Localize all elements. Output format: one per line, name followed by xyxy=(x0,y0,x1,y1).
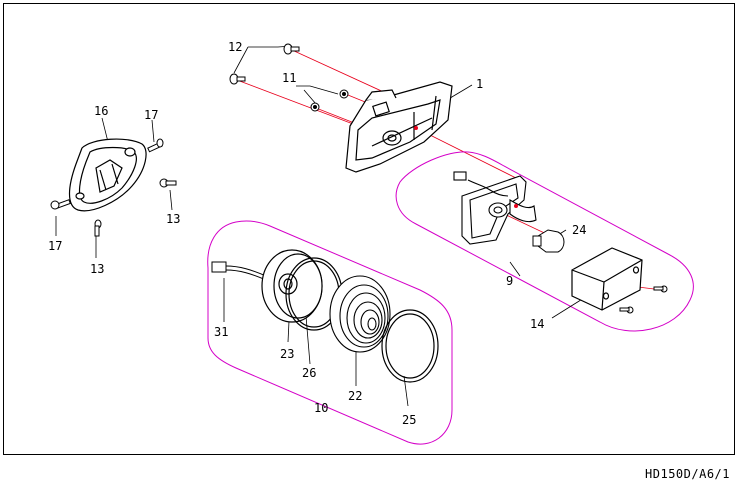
callout-16: 16 xyxy=(94,104,108,118)
bolt-part-17-lower xyxy=(50,199,71,210)
screw-part-13-right xyxy=(159,178,177,188)
callout-17-upper: 17 xyxy=(144,108,158,122)
retaining-ring-part-25 xyxy=(381,309,439,383)
screw-part-13-lower xyxy=(94,219,102,237)
callout-9: 9 xyxy=(506,274,513,288)
screw-part-14-a xyxy=(653,285,668,293)
callout-22: 22 xyxy=(348,389,362,403)
bulb-part-24 xyxy=(532,229,565,253)
callout-17-lower: 17 xyxy=(48,239,62,253)
group-outline-10 xyxy=(207,220,453,445)
license-lamp-part-16 xyxy=(68,138,147,212)
socket-bracket-part-9 xyxy=(453,171,537,245)
callout-10: 10 xyxy=(314,401,328,415)
lamp-body-part-23 xyxy=(261,249,323,323)
nut-part-11-b xyxy=(310,102,320,112)
leader-lines xyxy=(55,45,585,407)
callout-11: 11 xyxy=(282,71,296,85)
callout-14: 14 xyxy=(530,317,544,331)
screw-part-12-lower xyxy=(229,73,246,85)
lamp-housing-part-1 xyxy=(345,81,453,173)
nut-part-11-a xyxy=(339,89,349,99)
callout-13-right: 13 xyxy=(166,212,180,226)
callout-26: 26 xyxy=(302,366,316,380)
callout-24: 24 xyxy=(572,223,586,237)
screw-part-14-b xyxy=(619,306,634,314)
lens-cover-part-14 xyxy=(571,247,643,311)
diagram-frame xyxy=(3,3,735,455)
callout-25: 25 xyxy=(402,413,416,427)
reflector-part-22 xyxy=(329,275,391,353)
callout-labels: 1 9 10 11 12 13 13 14 16 17 17 22 23 24 … xyxy=(48,40,586,427)
connector-part-31 xyxy=(211,261,267,281)
bolt-part-17-upper xyxy=(147,138,164,153)
callout-1: 1 xyxy=(476,77,483,91)
callout-13-lower: 13 xyxy=(90,262,104,276)
screw-part-12-upper xyxy=(283,43,300,55)
document-code: HD150D/A6/1 xyxy=(645,467,730,481)
callout-23: 23 xyxy=(280,347,294,361)
callout-12: 12 xyxy=(228,40,242,54)
group-outline-9 xyxy=(395,151,694,332)
callout-31: 31 xyxy=(214,325,228,339)
